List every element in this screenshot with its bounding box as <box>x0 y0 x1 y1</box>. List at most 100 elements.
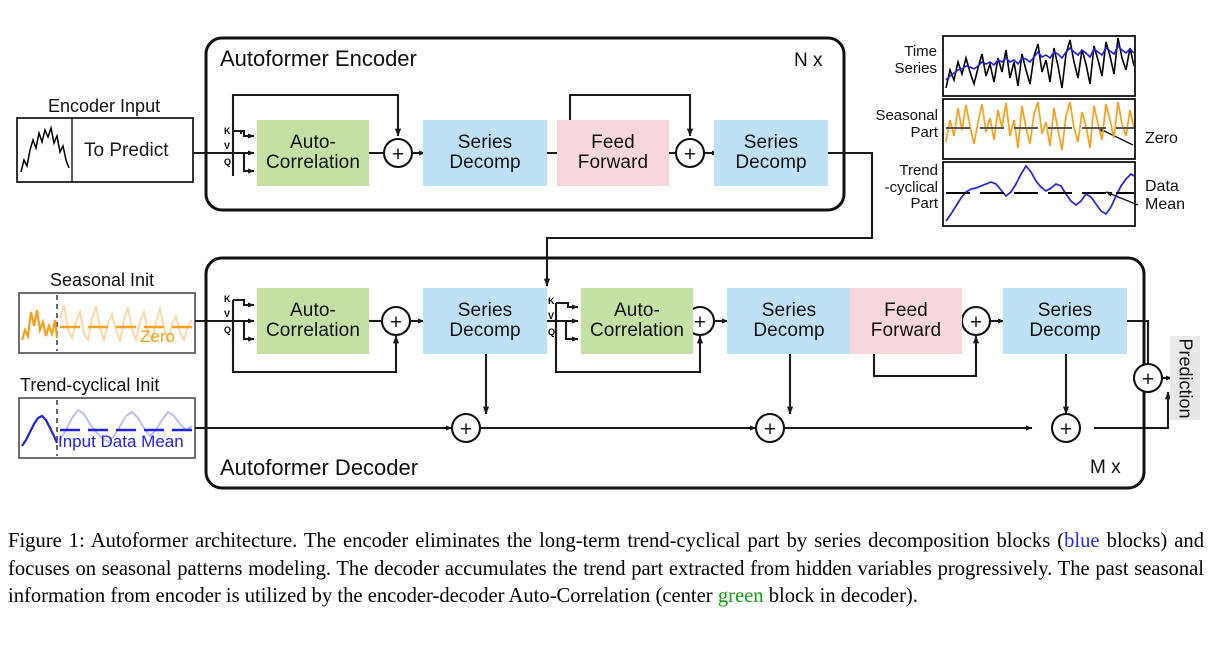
block-label-enc-feed-forward[interactable]: Feed Forward <box>557 120 669 186</box>
trend-init-title: Trend-cyclical Init <box>20 375 160 395</box>
svg-text:+: + <box>390 311 402 334</box>
dec-sd1-line1: Series <box>457 300 513 322</box>
trend-part-plot-box <box>942 161 1136 227</box>
enc-ff-line1: Feed <box>591 132 635 154</box>
tp-label-1: Trend <box>899 162 938 179</box>
operator-blocks <box>257 120 1127 354</box>
decoder-adder-1 <box>380 305 412 337</box>
dec-sd3-line2: Decomp <box>1029 320 1101 341</box>
decoder-repeat-count: M x <box>1090 457 1121 478</box>
svg-text:+: + <box>460 418 472 441</box>
block-label-dec-auto-correlation-1[interactable]: Auto- Correlation <box>257 288 369 354</box>
svg-text:+: + <box>970 311 982 334</box>
enc-ac-line2: Correlation <box>265 152 361 173</box>
encoder-input-sparkline <box>20 125 70 173</box>
block-dec-series-decomp-1 <box>423 288 547 354</box>
sp-label-2: Part <box>910 123 938 141</box>
prediction-label: Prediction <box>1175 337 1196 419</box>
dec-sd2-line1: Series <box>761 300 817 322</box>
encoder-q-label: Q <box>224 157 232 167</box>
enc-sd2-line2: Decomp <box>735 152 807 173</box>
tp-label-2: -cyclical <box>884 178 938 196</box>
dec-ff-line1: Feed <box>884 300 928 322</box>
sp-label-1: Seasonal <box>875 107 938 124</box>
architecture-diagram: + + + + + + + + + <box>16 35 1173 490</box>
enc-sd1-line1: Series <box>457 132 513 154</box>
decoder-k-label-1: K <box>224 294 231 304</box>
dec-ff-line2: Forward <box>870 320 942 341</box>
dm-line-1: Data <box>1145 178 1179 195</box>
time-series-panel-label: Time Series <box>885 43 937 77</box>
adder-plus-glyphs: + + + + + + + + + <box>390 143 1154 441</box>
seasonal-init-sparkline <box>20 304 193 345</box>
block-label-enc-auto-correlation[interactable]: Auto- Correlation <box>257 120 369 186</box>
seasonal-part-panel-label: Seasonal Part <box>868 107 938 141</box>
block-enc-auto-correlation <box>257 120 369 186</box>
enc-sd2-line1: Series <box>743 132 799 154</box>
seasonal-init-zero-tag: Zero <box>140 327 175 346</box>
encoder-adder-2 <box>674 137 706 169</box>
figure-caption: Figure 1: Autoformer architecture. The e… <box>8 528 1204 611</box>
dec-sd1-line2: Decomp <box>449 320 521 341</box>
caption-part1: Autoformer architecture. The encoder eli… <box>84 530 1065 552</box>
dec-ac1-line2: Correlation <box>265 320 361 341</box>
block-label-dec-series-decomp-3[interactable]: Series Decomp <box>1003 288 1127 354</box>
dec-sd3-line1: Series <box>1037 300 1093 322</box>
zero-annotation: Zero <box>1145 130 1178 147</box>
decoder-title: Autoformer Decoder <box>220 455 419 480</box>
decoder-q-label-1: Q <box>224 325 232 335</box>
ts-label-1: Time <box>904 43 937 60</box>
trend-init-mean-tag: Input Data Mean <box>58 432 184 451</box>
decoder-output-adder <box>1132 362 1164 394</box>
decoder-q-label-2: Q <box>548 327 556 337</box>
time-series-plot-lines <box>945 37 1134 89</box>
encoder-input-box <box>16 117 194 183</box>
enc-ff-line2: Forward <box>577 152 649 173</box>
block-dec-auto-correlation-1 <box>257 288 369 354</box>
seasonal-init-box <box>18 292 196 354</box>
prediction-output: Prediction <box>1170 336 1200 420</box>
encoder-adder-1 <box>382 137 414 169</box>
decoder-trend-adder-2 <box>754 412 786 444</box>
decoder-v-label-1: V <box>224 309 231 319</box>
svg-text:+: + <box>392 143 404 166</box>
block-label-dec-feed-forward[interactable]: Feed Forward <box>850 288 962 354</box>
caption-prefix: Figure 1: <box>8 530 85 552</box>
trend-part-plot-lines <box>945 164 1134 222</box>
block-label-dec-series-decomp-2[interactable]: Series Decomp <box>727 288 851 354</box>
encoder-input-title: Encoder Input <box>48 96 161 116</box>
caption-blue-word: blue <box>1064 530 1100 552</box>
svg-text:+: + <box>1142 368 1154 391</box>
dec-ac1-line1: Auto- <box>290 300 336 322</box>
block-label-enc-series-decomp-2[interactable]: Series Decomp <box>714 120 828 186</box>
block-dec-series-decomp-3 <box>1003 288 1127 354</box>
caption-part2: blocks) and focuses on seasonal patterns… <box>8 530 1205 608</box>
decoder-v-label-2: V <box>548 311 555 321</box>
svg-text:+: + <box>694 311 706 334</box>
encoder-v-label: V <box>224 141 231 151</box>
seasonal-part-plot-lines <box>945 101 1134 151</box>
enc-sd1-line2: Decomp <box>449 152 521 173</box>
block-label-enc-series-decomp-1[interactable]: Series Decomp <box>423 120 547 186</box>
seasonal-init-title: Seasonal Init <box>50 270 155 290</box>
block-label-dec-auto-correlation-2[interactable]: Auto- Correlation <box>581 288 693 354</box>
block-dec-feed-forward <box>850 288 962 354</box>
trend-init-sparkline <box>21 408 193 447</box>
encoder-repeat-count: N x <box>794 50 823 71</box>
block-enc-series-decomp-1 <box>423 120 547 186</box>
caption-part3: block in decoder). <box>763 585 918 608</box>
to-predict-label: To Predict <box>84 140 169 161</box>
block-label-dec-series-decomp-1[interactable]: Series Decomp <box>423 288 547 354</box>
svg-text:+: + <box>1060 418 1072 441</box>
decoder-k-label-2: K <box>548 296 555 306</box>
block-enc-series-decomp-2 <box>714 120 828 186</box>
dec-sd2-line2: Decomp <box>753 320 825 341</box>
ts-label-2: Series <box>894 59 937 77</box>
dm-line-2: Mean <box>1145 196 1186 214</box>
caption-green-word: green <box>717 585 764 608</box>
decoder-trend-adder-1 <box>450 412 482 444</box>
trend-part-panel-label: Trend -cyclical Part <box>868 162 938 213</box>
svg-text:+: + <box>764 418 776 441</box>
svg-text:+: + <box>684 143 696 166</box>
